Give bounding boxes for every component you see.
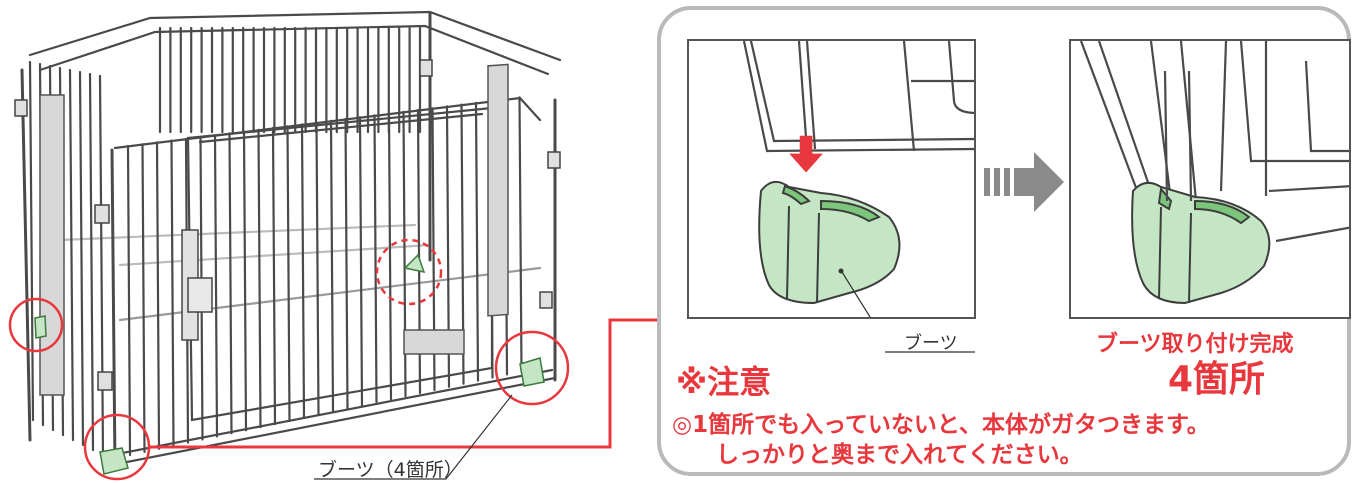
wire-bar xyxy=(155,141,161,450)
leader-line-boots-small xyxy=(885,351,975,353)
complete-title: ブーツ取り付け完成 xyxy=(1096,332,1294,357)
wire-bar xyxy=(78,70,85,447)
wire-bar xyxy=(88,72,95,452)
wire-bar xyxy=(300,123,306,419)
wire-bar xyxy=(358,116,364,407)
step-after-frame xyxy=(1069,39,1351,319)
wire-bar xyxy=(213,134,219,438)
wire-bar xyxy=(474,101,480,382)
wire-bar xyxy=(329,119,335,413)
wire-bar xyxy=(271,126,277,426)
caution-title: ※注意 xyxy=(676,363,772,401)
caution-line-1: ◎1箇所でも入っていないと、本体がガタつきます。 xyxy=(672,412,1210,438)
wire-bar xyxy=(228,132,233,435)
wire-bar xyxy=(344,117,349,410)
wire-bar xyxy=(126,144,132,457)
complete-count: 4箇所 xyxy=(1168,359,1266,400)
boots-label-detail: ブーツ xyxy=(904,333,958,354)
caution-line-2: しっかりと奥まで入れてください。 xyxy=(716,442,1083,468)
step-before-frame xyxy=(687,39,976,319)
wire-bar xyxy=(68,68,75,442)
boots-label-main: ブーツ（4箇所） xyxy=(318,459,463,481)
wire-bar xyxy=(242,130,248,432)
wire-bar xyxy=(170,139,175,447)
wire-bar xyxy=(141,143,146,453)
wire-bar xyxy=(257,128,262,429)
wire-bar xyxy=(28,60,35,422)
wire-bar xyxy=(387,112,393,401)
wire-bar xyxy=(286,125,291,422)
wire-bar xyxy=(315,121,320,416)
cage-illustration xyxy=(8,10,660,481)
wire-bar xyxy=(98,74,105,457)
next-step-arrow-icon xyxy=(984,152,1064,212)
wire-bar xyxy=(518,96,523,373)
wire-bar xyxy=(373,114,378,404)
